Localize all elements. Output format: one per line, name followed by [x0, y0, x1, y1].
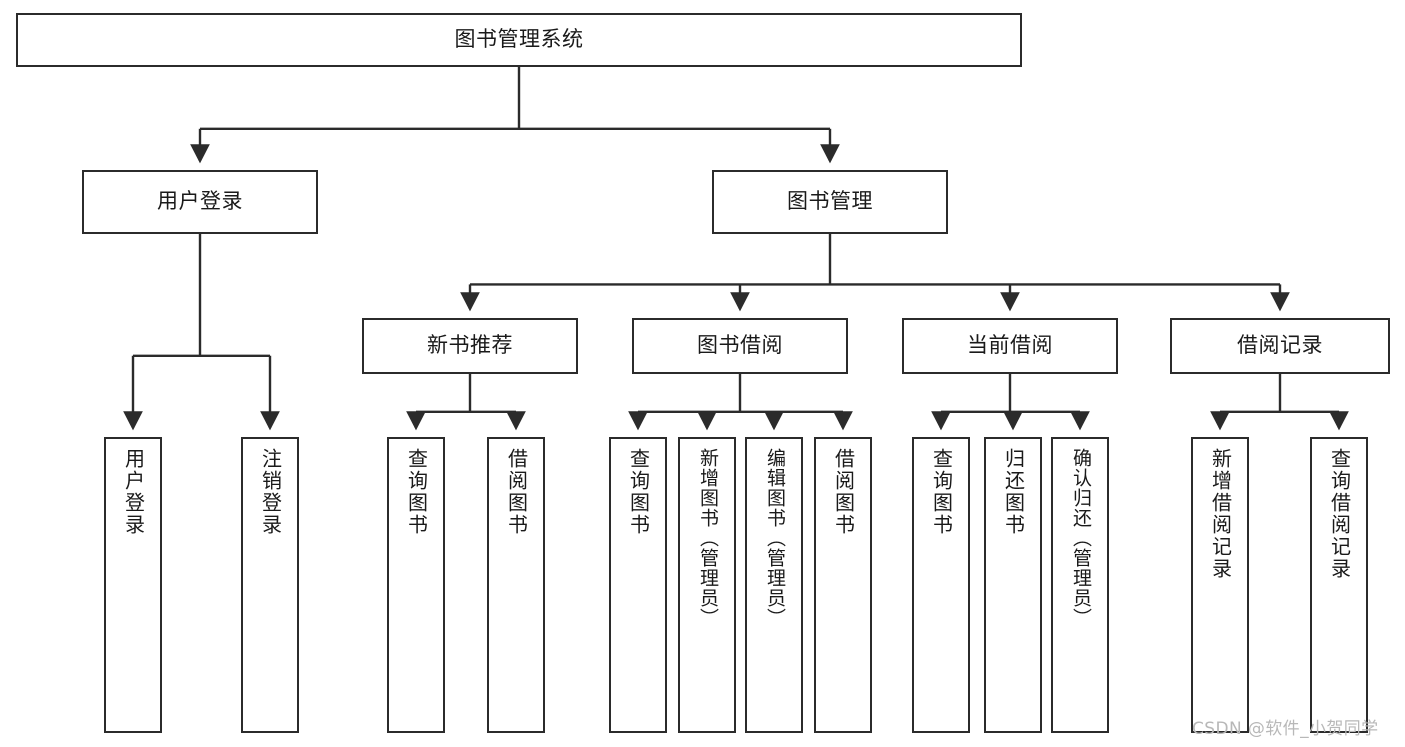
node-book-manage[interactable]: 图书管理 — [712, 170, 948, 234]
node-book-borrow[interactable]: 图书借阅 — [632, 318, 848, 374]
node-book-borrow-label: 图书借阅 — [697, 333, 783, 358]
node-leaf-borrow-book-2-label: 借阅图书 — [831, 448, 856, 536]
node-user-login[interactable]: 用户登录 — [82, 170, 318, 234]
node-leaf-query-book-2-label: 查询图书 — [626, 448, 651, 536]
node-leaf-user-login[interactable]: 用户登录 — [104, 437, 162, 733]
node-leaf-borrow-book-1-label: 借阅图书 — [504, 448, 529, 536]
node-leaf-confirm-return-label: 确认归还（管理员） — [1069, 448, 1092, 628]
node-root-label: 图书管理系统 — [454, 27, 584, 52]
node-root[interactable]: 图书管理系统 — [16, 13, 1022, 67]
node-user-login-label: 用户登录 — [157, 189, 243, 214]
node-leaf-add-record[interactable]: 新增借阅记录 — [1191, 437, 1249, 733]
node-leaf-logout-label: 注销登录 — [258, 448, 283, 536]
node-leaf-return-book-label: 归还图书 — [1001, 448, 1026, 536]
node-borrow-record-label: 借阅记录 — [1237, 333, 1323, 358]
node-leaf-return-book[interactable]: 归还图书 — [984, 437, 1042, 733]
node-leaf-query-book-3-label: 查询图书 — [929, 448, 954, 536]
node-leaf-add-book-label: 新增图书（管理员） — [696, 448, 719, 628]
node-leaf-query-book-1[interactable]: 查询图书 — [387, 437, 445, 733]
node-leaf-logout[interactable]: 注销登录 — [241, 437, 299, 733]
watermark: CSDN @软件_小贺同学 — [1192, 719, 1379, 739]
node-leaf-borrow-book-2[interactable]: 借阅图书 — [814, 437, 872, 733]
node-current-borrow[interactable]: 当前借阅 — [902, 318, 1118, 374]
node-leaf-query-book-3[interactable]: 查询图书 — [912, 437, 970, 733]
node-leaf-confirm-return[interactable]: 确认归还（管理员） — [1051, 437, 1109, 733]
node-leaf-edit-book[interactable]: 编辑图书（管理员） — [745, 437, 803, 733]
node-leaf-edit-book-label: 编辑图书（管理员） — [763, 448, 786, 628]
node-new-book-recommend-label: 新书推荐 — [427, 333, 513, 358]
node-leaf-add-book[interactable]: 新增图书（管理员） — [678, 437, 736, 733]
node-book-manage-label: 图书管理 — [787, 189, 873, 214]
node-leaf-borrow-book-1[interactable]: 借阅图书 — [487, 437, 545, 733]
node-leaf-query-book-2[interactable]: 查询图书 — [609, 437, 667, 733]
node-leaf-add-record-label: 新增借阅记录 — [1208, 448, 1233, 580]
node-leaf-query-record-label: 查询借阅记录 — [1327, 448, 1352, 580]
node-leaf-query-record[interactable]: 查询借阅记录 — [1310, 437, 1368, 733]
node-leaf-user-login-label: 用户登录 — [121, 448, 146, 536]
node-leaf-query-book-1-label: 查询图书 — [404, 448, 429, 536]
node-borrow-record[interactable]: 借阅记录 — [1170, 318, 1390, 374]
node-new-book-recommend[interactable]: 新书推荐 — [362, 318, 578, 374]
node-current-borrow-label: 当前借阅 — [967, 333, 1053, 358]
